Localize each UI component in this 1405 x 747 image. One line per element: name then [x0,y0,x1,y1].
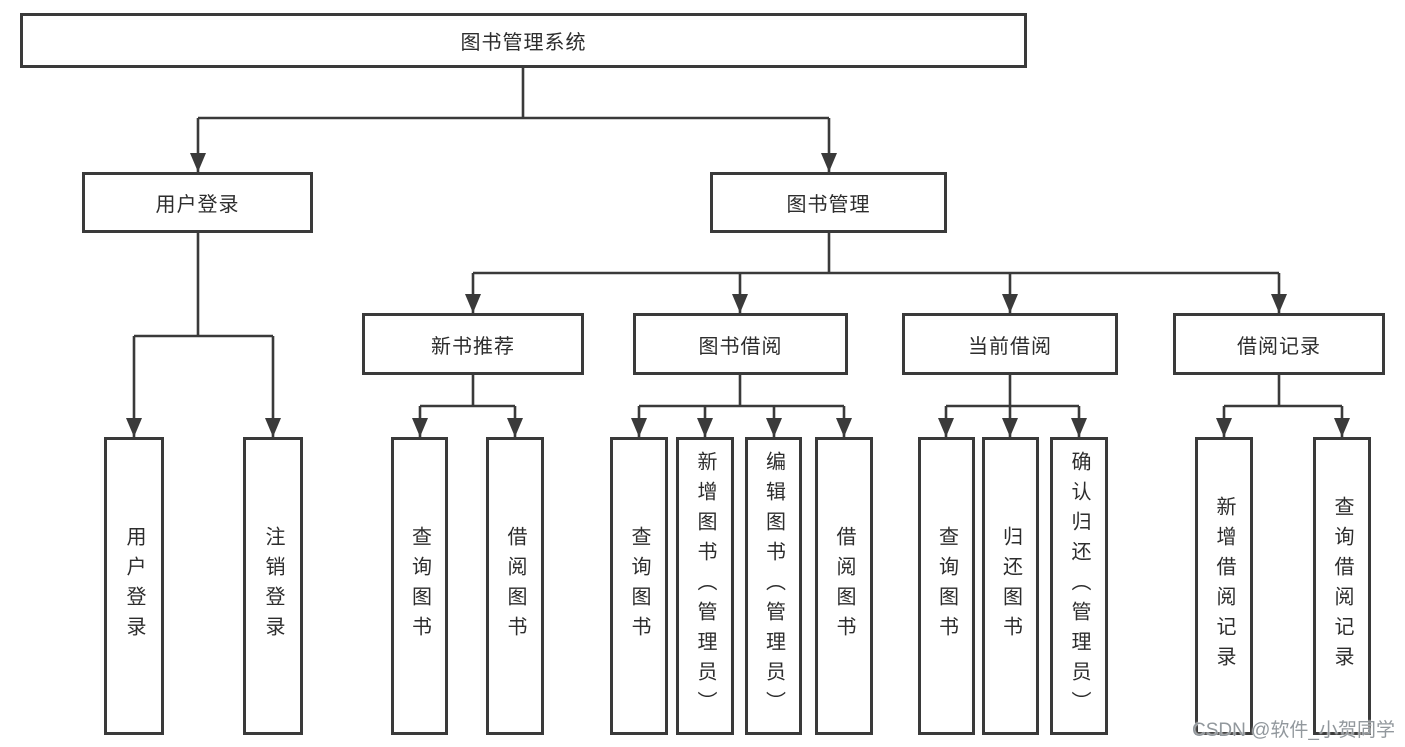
node-current-borrowing: 当前借阅 [902,313,1118,375]
node-label: 新增图书（管理员） [694,451,716,721]
tree-branch-lines [132,68,1344,437]
leaf-query-borrow-record: 查询借阅记录 [1313,437,1371,735]
node-label: 编辑图书（管理员） [762,451,785,721]
leaf-query-books-recommend: 查询图书 [391,437,448,735]
leaf-confirm-return-admin: 确认归还（管理员） [1050,437,1108,735]
node-label: 当前借阅 [968,335,1052,358]
node-label: 图书管理 [786,194,871,216]
node-root-library-system: 图书管理系统 [20,13,1027,68]
node-label: 借阅图书 [504,526,526,646]
csdn-watermark: CSDN @软件_小贺同学 [1192,720,1395,741]
node-label: 归还图书 [999,526,1022,646]
node-label: 用户登录 [155,194,240,216]
leaf-edit-books-admin: 编辑图书（管理员） [745,437,802,735]
node-label: 用户登录 [123,526,145,646]
node-borrowing-records: 借阅记录 [1173,313,1385,375]
leaf-query-books-current: 查询图书 [918,437,975,735]
leaf-query-books-borrowing: 查询图书 [610,437,668,735]
node-user-login-group: 用户登录 [82,172,313,233]
node-label: 确认归还（管理员） [1068,451,1090,721]
node-new-book-recommend: 新书推荐 [362,313,584,375]
leaf-user-login: 用户登录 [104,437,164,735]
node-label: 查询图书 [628,526,650,646]
node-label: 注销登录 [262,526,284,646]
node-label: 新增借阅记录 [1213,496,1235,676]
leaf-borrow-books-recommend: 借阅图书 [486,437,544,735]
node-label: 查询图书 [935,526,958,646]
node-label: 新书推荐 [431,335,515,358]
node-label: 借阅记录 [1237,335,1321,358]
node-label: 查询借阅记录 [1331,496,1353,676]
node-book-borrowing: 图书借阅 [633,313,848,375]
node-label: 借阅图书 [833,526,855,646]
node-label: 查询图书 [408,526,431,646]
leaf-return-books: 归还图书 [982,437,1039,735]
node-book-management: 图书管理 [710,172,947,233]
node-label: 图书借阅 [698,335,783,358]
leaf-borrow-books-borrowing: 借阅图书 [815,437,873,735]
leaf-add-books-admin: 新增图书（管理员） [676,437,734,735]
node-label: 图书管理系统 [460,32,587,54]
leaf-logout: 注销登录 [243,437,303,735]
leaf-add-borrow-record: 新增借阅记录 [1195,437,1253,735]
